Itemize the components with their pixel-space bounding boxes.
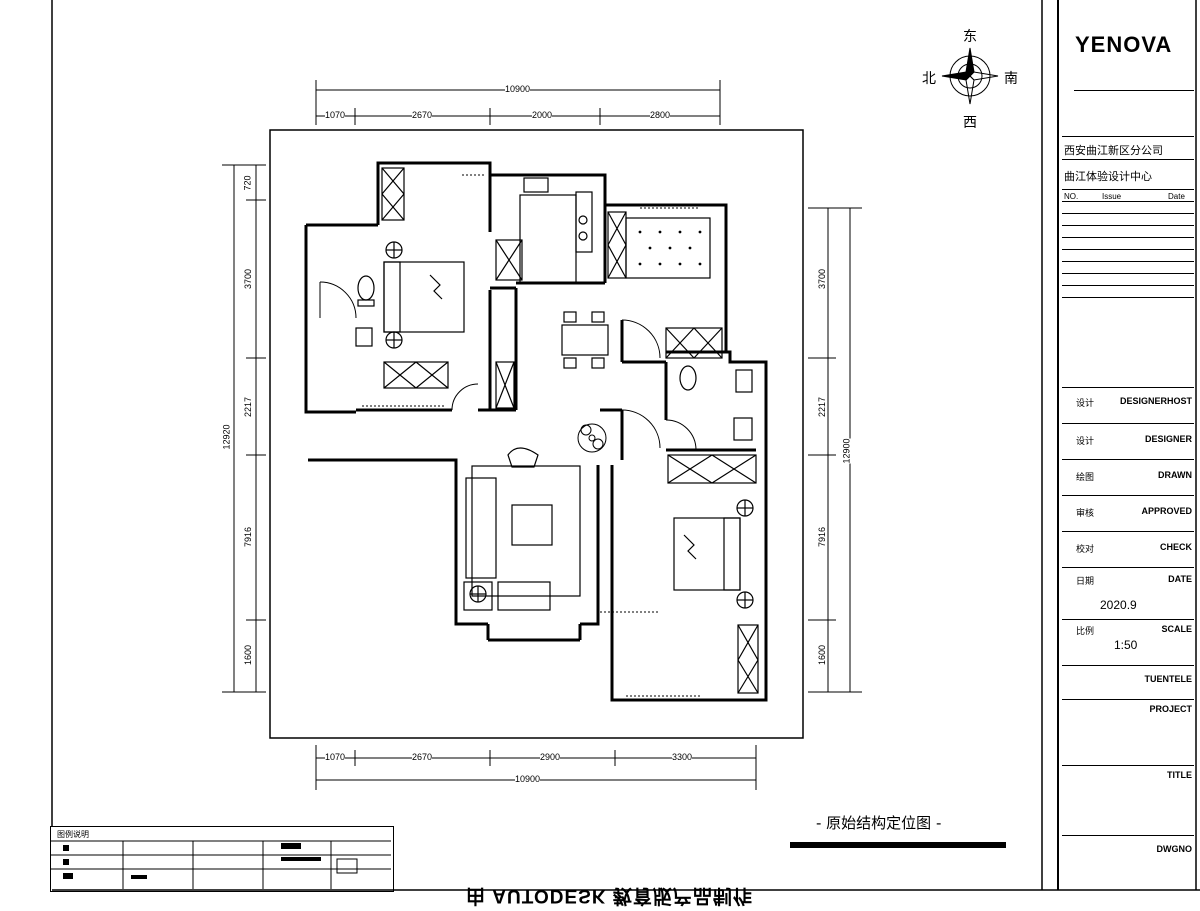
- tb-company-cell: 西安曲江新区分公司: [1062, 136, 1194, 160]
- tb-row-cn: 校对: [1076, 544, 1095, 554]
- tb-rev-line: [1062, 214, 1194, 226]
- tb-row-en: APPROVED: [1141, 506, 1192, 516]
- dining-table: [561, 311, 609, 369]
- tb-rev-no: NO.: [1064, 192, 1079, 201]
- dim-right-seg-2: 2217: [817, 396, 828, 418]
- tb-revision-header: NO. Issue Date: [1062, 190, 1194, 202]
- dim-bottom-seg-4: 3300: [672, 752, 693, 762]
- tb-scale-value: 1:50: [1114, 638, 1138, 652]
- tb-row-cn: 设计: [1076, 436, 1095, 446]
- compass-north-label: 北: [922, 71, 936, 87]
- dim-right-total: 12900: [841, 438, 852, 464]
- bathroom-fixtures: [355, 241, 754, 609]
- dim-right-seg-4: 1600: [817, 644, 828, 666]
- patterned-floor-area: [625, 217, 711, 279]
- tb-notes: [1062, 298, 1194, 388]
- tb-rev-line: [1062, 262, 1194, 274]
- compass-south-label: 南: [1004, 71, 1018, 87]
- tb-row-cn: 比例: [1076, 626, 1095, 636]
- walls: [304, 161, 768, 702]
- windows: [362, 174, 700, 697]
- tb-rev-line: [1062, 238, 1194, 250]
- bed-master: [383, 261, 465, 333]
- compass-west-label: 西: [963, 115, 977, 131]
- caption-underline: [790, 842, 1006, 848]
- logo-subtext: [1074, 60, 1194, 91]
- tb-center-line: 曲江体验设计中心: [1064, 171, 1152, 183]
- tb-row-en: DATE: [1168, 574, 1192, 584]
- tb-row-en: DESIGNER: [1144, 434, 1192, 444]
- tb-row-en: PROJECT: [1149, 704, 1192, 714]
- bed-second: [673, 517, 741, 591]
- dim-bottom-seg-1: 1070: [325, 752, 346, 762]
- tb-row-en: TUENTELE: [1144, 674, 1192, 684]
- tb-row-project: PROJECT: [1062, 700, 1194, 766]
- dim-top-seg-2: 2670: [412, 110, 433, 120]
- tb-row-en: SCALE: [1161, 624, 1192, 634]
- legend-box: 图例说明: [50, 826, 394, 892]
- tb-rev-line: [1062, 274, 1194, 286]
- tb-row-en: TITLE: [1167, 770, 1192, 780]
- plant-icon: [577, 423, 607, 453]
- dim-bottom-seg-2: 2670: [412, 752, 433, 762]
- kitchen-counter: [519, 177, 593, 284]
- tb-row-dwgno: DWGNO: [1062, 836, 1194, 890]
- tb-rev-line: [1062, 286, 1194, 298]
- site-boundary: [269, 129, 804, 739]
- tb-row-approved: 审核 APPROVED: [1062, 496, 1194, 532]
- tb-row-check: 校对 CHECK: [1062, 532, 1194, 568]
- dim-left-seg-2: 3700: [243, 268, 254, 290]
- tb-row-en: DRAWN: [1158, 470, 1192, 480]
- dim-left-seg-3: 2217: [243, 396, 254, 418]
- living-furniture: [463, 447, 581, 611]
- dim-top-seg-1: 1070: [325, 110, 346, 120]
- compass-rose-icon: [941, 47, 999, 105]
- tb-row-cn: 绘图: [1076, 472, 1095, 482]
- dim-left-seg-4: 7916: [243, 526, 254, 548]
- tb-row-scale: 比例 SCALE 1:50: [1062, 620, 1194, 666]
- dim-right-seg-1: 3700: [817, 268, 828, 290]
- tb-rev-line: [1062, 226, 1194, 238]
- tb-row-tuentele: TUENTELE: [1062, 666, 1194, 700]
- dim-left-total: 12920: [221, 424, 232, 450]
- dim-top-total: 10900: [505, 84, 531, 94]
- dim-left-seg-5: 1600: [243, 644, 254, 666]
- legend-symbols: [51, 840, 391, 889]
- tb-date-value: 2020.9: [1100, 598, 1137, 612]
- tb-row-designerhost: 设计 DESIGNERHOST: [1062, 388, 1194, 424]
- tb-rev-line: [1062, 202, 1194, 214]
- autodesk-watermark: 由 AUTODESK 教育版产品制作: [466, 885, 753, 906]
- tb-row-date: 日期 DATE 2020.9: [1062, 568, 1194, 620]
- floor-pattern-dots: [638, 230, 702, 266]
- tb-rev-date: Date: [1168, 192, 1185, 201]
- tb-center-cell: 曲江体验设计中心: [1062, 160, 1194, 190]
- door-swings: [319, 281, 697, 451]
- dim-left-seg-1: 720: [242, 175, 253, 191]
- tb-row-drawn: 绘图 DRAWN: [1062, 460, 1194, 496]
- tb-company-line: 西安曲江新区分公司: [1064, 145, 1163, 157]
- dim-top-seg-3: 2000: [532, 110, 553, 120]
- tb-row-en: CHECK: [1159, 542, 1192, 552]
- tb-row-designer: 设计 DESIGNER: [1062, 424, 1194, 460]
- tb-row-cn: 设计: [1076, 398, 1095, 408]
- dimension-lines-left: [222, 164, 266, 693]
- tb-rev-issue: Issue: [1102, 192, 1122, 201]
- tb-rev-line: [1062, 250, 1194, 262]
- legend-title: 图例说明: [57, 830, 89, 839]
- dim-right-seg-3: 7916: [817, 526, 828, 548]
- tb-row-en: DWGNO: [1156, 844, 1193, 854]
- title-block: 西安曲江新区分公司 曲江体验设计中心 NO. Issue Date 设计 DES…: [1062, 18, 1194, 890]
- dim-bottom-total: 10900: [515, 774, 541, 784]
- compass-east-label: 东: [963, 29, 977, 45]
- dim-top-seg-4: 2800: [650, 110, 671, 120]
- company-logo: YENOVA: [1075, 32, 1173, 57]
- tb-row-cn: 审核: [1076, 508, 1095, 518]
- tb-row-cn: 日期: [1076, 576, 1095, 586]
- tb-row-title: TITLE: [1062, 766, 1194, 836]
- cabinets: [381, 167, 759, 694]
- dim-bottom-seg-3: 2900: [540, 752, 561, 762]
- drawing-caption: - 原始结构定位图 -: [816, 814, 942, 832]
- tb-row-en: DESIGNERHOST: [1119, 396, 1192, 406]
